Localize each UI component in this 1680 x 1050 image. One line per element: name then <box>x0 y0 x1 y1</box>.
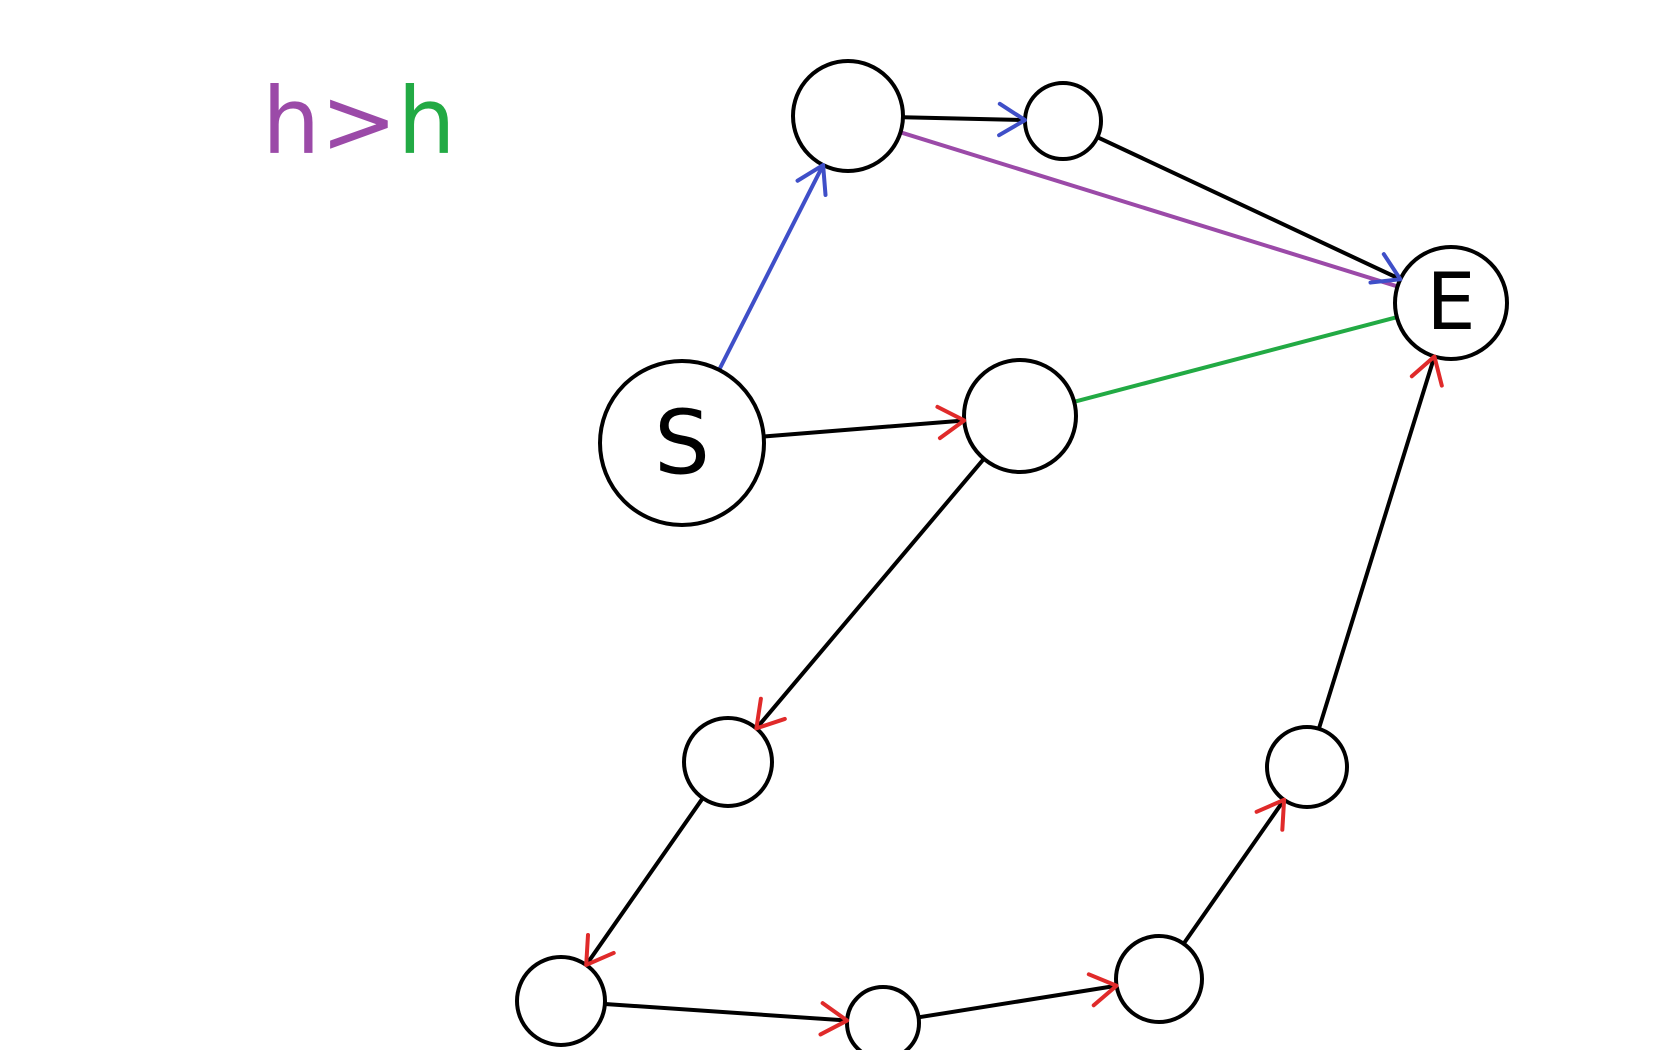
node-top-left <box>791 59 905 173</box>
node-circle-bottom-mid <box>845 985 921 1050</box>
arrowheads-layer <box>584 101 1444 1037</box>
legend-left-h: h <box>262 68 321 175</box>
edge-middle-to-E <box>1072 315 1399 404</box>
node-lower-left <box>682 716 774 808</box>
node-circle-bottom-left <box>515 955 607 1047</box>
edge-S-to-middle <box>761 418 967 439</box>
arrowhead-lower-left-to-bottom-left <box>584 932 616 967</box>
arrowhead-bottom-right-to-right-lower <box>1254 797 1287 832</box>
edge-bottom-mid-to-bottom-right <box>916 983 1119 1020</box>
node-circle-middle <box>962 358 1078 474</box>
node-S: S <box>598 359 766 527</box>
arrowhead-top-left-to-top-right <box>997 101 1028 138</box>
node-label-S: S <box>654 392 710 495</box>
edge-middle-to-lower-left <box>754 456 986 731</box>
node-circle-S <box>598 359 766 527</box>
edge-top-left-to-E <box>898 130 1400 289</box>
node-label-E: E <box>1426 258 1475 348</box>
arrowhead-right-lower-to-E <box>1409 354 1444 388</box>
node-circle-bottom-right <box>1114 934 1204 1024</box>
arrowhead-middle-to-lower-left <box>754 696 787 731</box>
node-circle-lower-left <box>682 716 774 808</box>
legend-right-h: h <box>397 68 456 175</box>
node-top-right <box>1023 81 1103 161</box>
heuristic-comparison-legend: h>h <box>262 76 456 168</box>
edge-bottom-left-to-bottom-mid <box>602 1001 850 1023</box>
edge-top-left-to-top-right <box>900 115 1028 123</box>
node-right-lower <box>1265 725 1349 809</box>
edge-S-to-top-left <box>717 163 826 372</box>
node-bottom-right <box>1114 934 1204 1024</box>
arrowhead-S-to-top-left <box>795 163 828 197</box>
edge-bottom-right-to-right-lower <box>1181 797 1287 946</box>
node-E: E <box>1393 245 1509 361</box>
node-bottom-mid <box>845 985 921 1050</box>
node-circle-top-left <box>791 59 905 173</box>
node-middle <box>962 358 1078 474</box>
node-bottom-left <box>515 955 607 1047</box>
arrowhead-S-to-middle <box>935 404 967 441</box>
arrowhead-bottom-mid-to-bottom-right <box>1086 972 1119 1008</box>
arrowhead-bottom-left-to-bottom-mid <box>818 1001 850 1037</box>
edges-layer <box>584 115 1437 1023</box>
nodes-layer: SE <box>515 59 1509 1050</box>
legend-greater-than: > <box>320 68 398 175</box>
arrowhead-top-right-to-E <box>1368 252 1403 285</box>
edge-lower-left-to-bottom-left <box>584 796 705 967</box>
edge-right-lower-to-E <box>1316 354 1437 731</box>
edge-top-right-to-E <box>1095 135 1403 282</box>
node-circle-top-right <box>1023 81 1103 161</box>
node-circle-right-lower <box>1265 725 1349 809</box>
node-circle-E <box>1393 245 1509 361</box>
